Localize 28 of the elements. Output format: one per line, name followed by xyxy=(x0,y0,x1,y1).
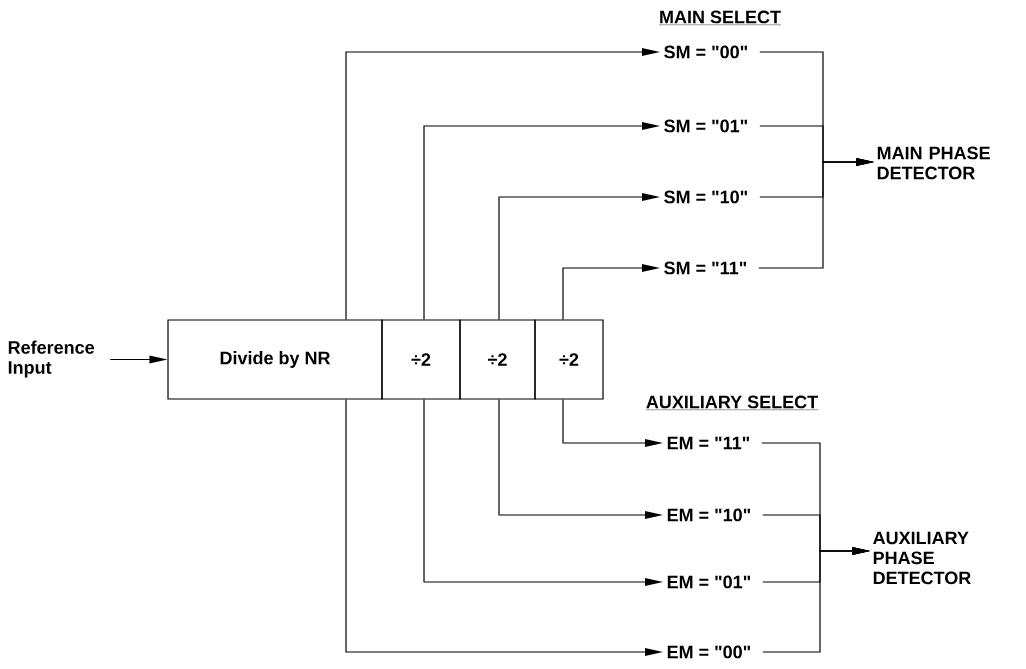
select-label: SM = "00" xyxy=(664,45,747,59)
arrow xyxy=(562,264,660,320)
arrow xyxy=(423,122,660,320)
arrow xyxy=(109,355,168,364)
arrow xyxy=(562,399,663,447)
select-label: EM = "10" xyxy=(667,508,750,522)
heading: MAIN SELECT xyxy=(658,10,782,25)
arrow xyxy=(345,48,660,320)
select-label: SM = "11" xyxy=(664,261,747,275)
select-label: SM = "10" xyxy=(664,190,747,204)
arrow xyxy=(345,399,663,656)
detector-label: MAIN PHASE DETECTOR xyxy=(877,146,990,180)
select-label: SM = "01" xyxy=(664,119,747,133)
select-label: EM = "00" xyxy=(667,645,750,659)
select-label: EM = "11" xyxy=(667,436,750,450)
input-label: Reference Input xyxy=(8,340,94,378)
divider-block: Divide by NR xyxy=(167,319,383,400)
arrow xyxy=(758,158,874,269)
divider-block: ÷2 xyxy=(381,319,461,400)
arrow xyxy=(498,399,663,519)
arrow xyxy=(762,547,870,653)
detector-label: AUXILIARY PHASE DETECTOR xyxy=(873,531,971,585)
arrow xyxy=(423,399,663,586)
heading: AUXILIARY SELECT xyxy=(645,395,819,410)
divider-block: ÷2 xyxy=(459,319,536,400)
arrow xyxy=(498,193,660,320)
divider-block: ÷2 xyxy=(534,319,604,400)
select-label: EM = "01" xyxy=(667,575,750,589)
